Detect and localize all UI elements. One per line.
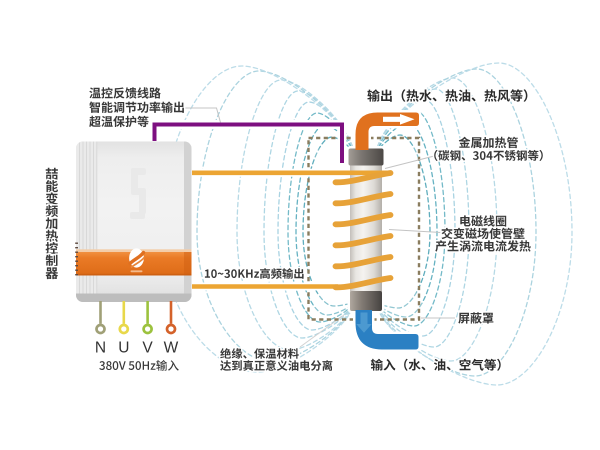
svg-text:W: W bbox=[164, 340, 179, 357]
svg-text:U: U bbox=[118, 340, 129, 357]
svg-text:N: N bbox=[95, 340, 106, 357]
svg-text:V: V bbox=[142, 340, 153, 357]
